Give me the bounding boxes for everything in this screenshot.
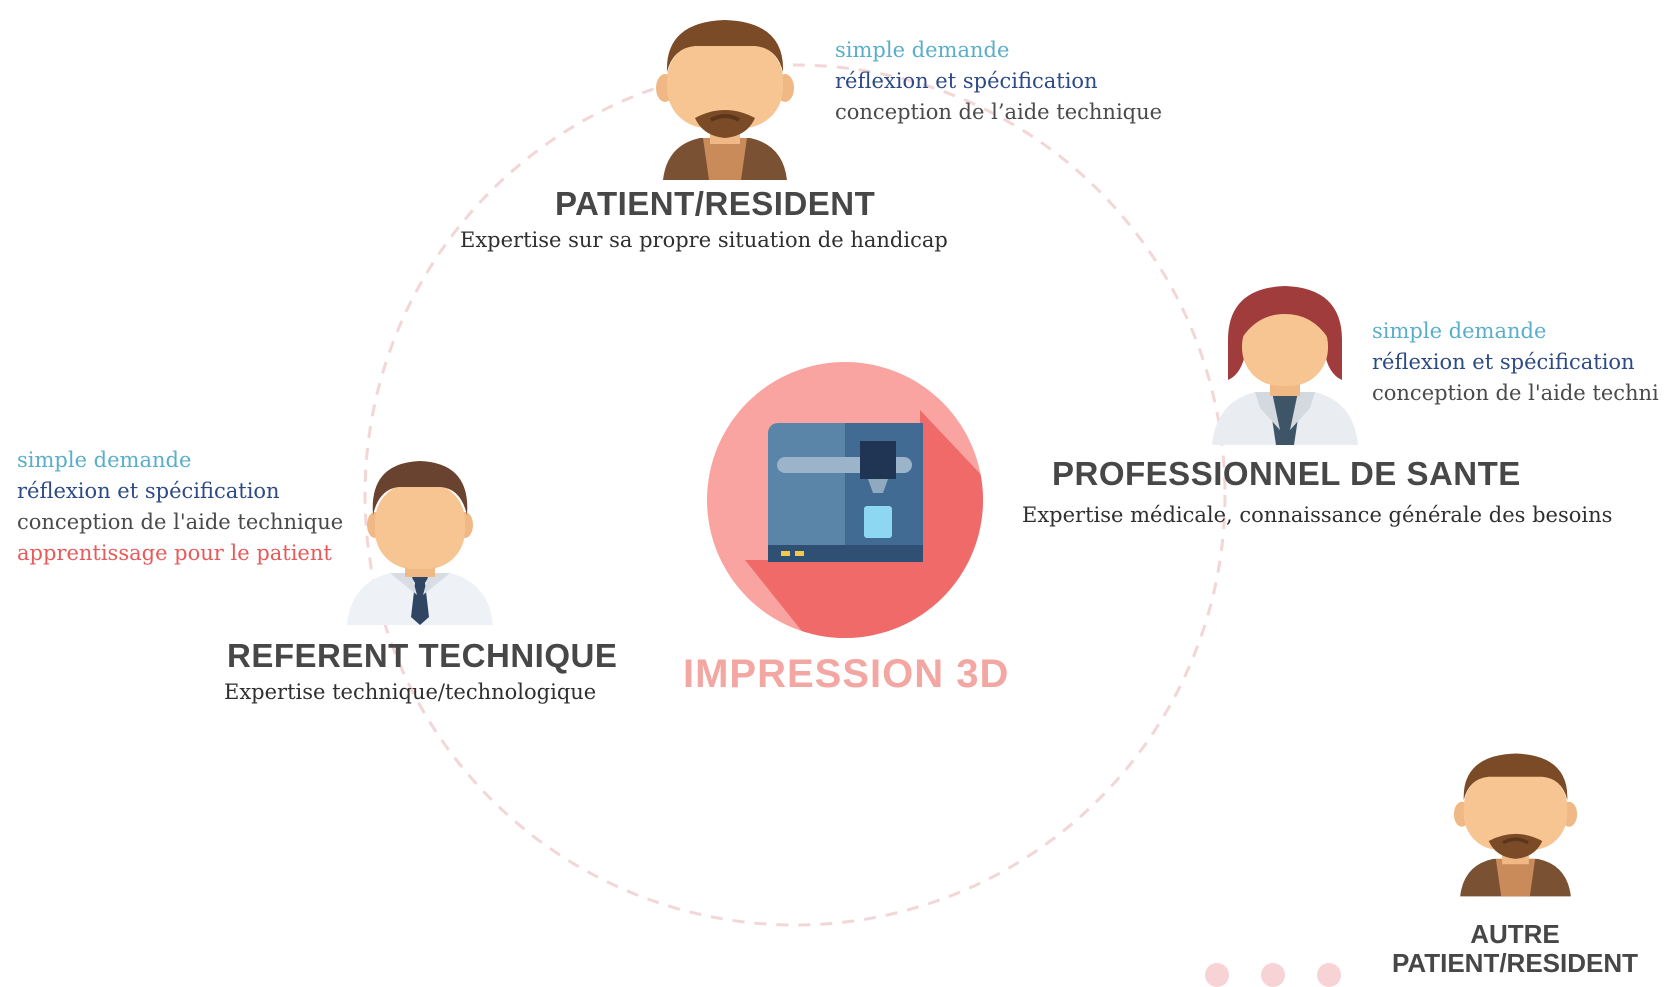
role-subtitle-patient: Expertise sur sa propre situation de han… (460, 228, 948, 252)
man-bearded-avatar-icon (656, 20, 794, 180)
ellipsis-dot (1317, 963, 1341, 987)
other-patient-title: AUTRE PATIENT/RESIDENT (1385, 920, 1645, 978)
role-subtitle-professionnel: Expertise médicale, connaissance général… (1022, 503, 1613, 527)
levels-list-patient: simple demande réflexion et spécificatio… (835, 35, 1162, 128)
level-conception: conception de l'aide techni (1372, 381, 1659, 405)
levels-list-referent: simple demande réflexion et spécificatio… (17, 445, 343, 569)
ellipsis-dot (1261, 963, 1285, 987)
levels-list-professionnel: simple demande réflexion et spécificatio… (1372, 316, 1659, 409)
level-reflexion: réflexion et spécification (835, 69, 1098, 93)
role-subtitle-referent: Expertise technique/technologique (224, 680, 597, 704)
role-title-patient: PATIENT/RESIDENT (555, 185, 876, 222)
ellipsis-dot (1205, 963, 1229, 987)
man-bearded-avatar-icon (1453, 753, 1578, 897)
level-conception: conception de l'aide technique (17, 510, 344, 534)
center-label: IMPRESSION 3D (683, 652, 1010, 696)
3d-printer-icon (707, 362, 983, 638)
level-reflexion: réflexion et spécification (17, 479, 280, 503)
level-simple-demande: simple demande (17, 448, 192, 472)
level-reflexion: réflexion et spécification (1372, 350, 1635, 374)
woman-doctor-avatar-icon (1212, 286, 1358, 445)
man-tie-avatar-icon (347, 461, 493, 625)
other-patient-title-line1: AUTRE (1470, 919, 1560, 949)
level-conception: conception de l’aide technique (835, 100, 1163, 124)
level-simple-demande: simple demande (835, 38, 1010, 62)
other-patient-title-line2: PATIENT/RESIDENT (1391, 948, 1639, 978)
level-simple-demande: simple demande (1372, 319, 1547, 343)
role-title-referent: REFERENT TECHNIQUE (227, 637, 618, 674)
role-title-professionnel: PROFESSIONNEL DE SANTE (1052, 455, 1521, 492)
level-apprentissage: apprentissage pour le patient (17, 541, 332, 565)
